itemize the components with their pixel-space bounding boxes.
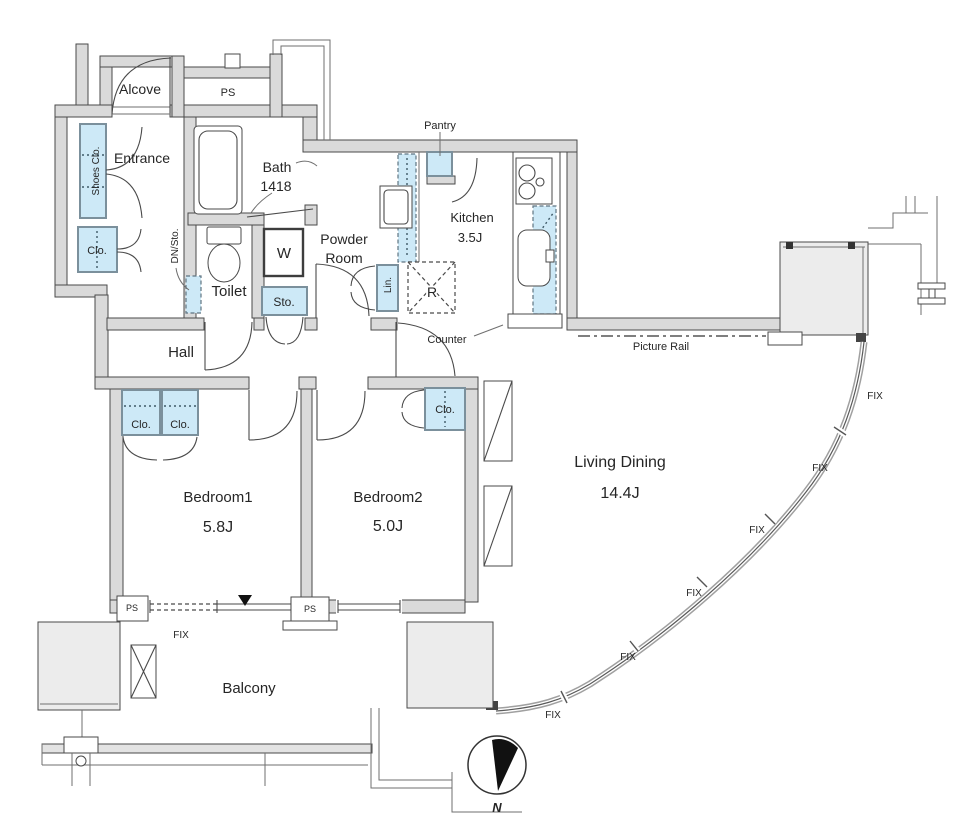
- fridge-space: [407, 261, 456, 314]
- stove: [515, 157, 553, 205]
- kitchen-label: Kitchen: [450, 210, 493, 225]
- picture-rail-label: Picture Rail: [633, 341, 689, 353]
- door-swings: [105, 57, 478, 461]
- living-size-label: 14.4J: [600, 485, 639, 502]
- shoes-closet-box: [79, 123, 107, 219]
- hall-label: Hall: [168, 344, 194, 361]
- vanity-fixture: [379, 185, 413, 229]
- bedroom1-closet-left-label: Clo.: [131, 419, 151, 431]
- storage-box: [261, 286, 308, 316]
- compass-needle: [492, 739, 518, 791]
- lin-label: Lin.: [383, 277, 394, 293]
- bedroom2-closet: [424, 387, 466, 431]
- sto-label: Sto.: [273, 295, 294, 309]
- alcove-label: Alcove: [119, 81, 161, 97]
- bedroom2-size-label: 5.0J: [373, 518, 403, 535]
- bedroom1-closet-right: [161, 389, 199, 436]
- ld-wall-panels: [483, 380, 513, 567]
- bath-fixtures: [193, 125, 318, 218]
- north-label: N: [492, 800, 502, 815]
- room-labels: Alcove PS Entrance Bath 1418 Powder Room…: [114, 81, 666, 697]
- fix-label-4: FIX: [686, 588, 702, 599]
- living-label: Living Dining: [574, 454, 666, 471]
- ps-shaft-box-left: [116, 595, 149, 622]
- compass: [467, 735, 527, 795]
- south-windows: [116, 595, 402, 631]
- toilet-label: Toilet: [211, 283, 247, 300]
- annotation-labels: Counter Picture Rail PS PS FIX FIX FIX F…: [126, 334, 883, 815]
- fridge-label: R: [427, 284, 437, 300]
- ps-bottom-right-label: PS: [304, 604, 316, 614]
- entry-marker: [238, 595, 252, 606]
- dn-sto-label: DN/Sto.: [170, 228, 181, 263]
- powder-label-2: Room: [325, 250, 362, 266]
- ps-bottom-left-label: PS: [126, 603, 138, 613]
- fix-label-5: FIX: [620, 652, 636, 663]
- fix-label-bedroom: FIX: [173, 630, 189, 641]
- washer-box: [262, 227, 305, 278]
- bedroom1-closet-left: [121, 389, 161, 436]
- linen-box: [376, 264, 399, 312]
- dn-storage-box: [185, 275, 202, 314]
- toilet-fixture: [175, 226, 242, 291]
- fix-label-2: FIX: [812, 463, 828, 474]
- shoes-closet-label: Shoes Clo.: [91, 147, 102, 196]
- balcony-structure: [37, 621, 522, 813]
- counter-label: Counter: [427, 334, 466, 346]
- bath-label: Bath: [263, 159, 292, 175]
- bedroom1-size-label: 5.8J: [203, 519, 233, 536]
- kitchen-size-label: 3.5J: [458, 230, 483, 245]
- wall-structure: [54, 43, 783, 614]
- bath-size-label: 1418: [260, 178, 291, 194]
- bedroom2-label: Bedroom2: [353, 489, 422, 506]
- fix-label-6: FIX: [545, 710, 561, 721]
- bedroom1-closet-right-label: Clo.: [170, 419, 190, 431]
- ps-top-label: PS: [221, 87, 236, 99]
- fix-label-3: FIX: [749, 525, 765, 536]
- washer-label: W: [277, 245, 292, 262]
- counter-end-panel: [507, 313, 563, 329]
- curved-window-wall: [486, 341, 868, 715]
- neighbor-unit-lines: [272, 39, 946, 315]
- storage-labels: Shoes Clo. Clo. DN/Sto. W Sto. Lin. Pant…: [87, 120, 456, 431]
- balcony-label: Balcony: [222, 680, 276, 697]
- pantry-label: Pantry: [424, 120, 456, 132]
- kitchen-fixtures: [473, 151, 563, 337]
- fix-label-1: FIX: [867, 391, 883, 402]
- ps-shaft-box-right: [290, 596, 330, 622]
- powder-label-1: Powder: [320, 231, 368, 247]
- entrance-closet-label: Clo.: [87, 245, 107, 257]
- entrance-label: Entrance: [114, 150, 170, 166]
- kitchen-sink: [517, 229, 551, 287]
- bedroom1-label: Bedroom1: [183, 489, 252, 506]
- closets: [77, 123, 466, 436]
- column-block-upper-right: [767, 241, 869, 346]
- bedroom2-closet-label: Clo.: [435, 404, 455, 416]
- window-mullions: [558, 424, 848, 705]
- entrance-closet-box: [77, 226, 118, 273]
